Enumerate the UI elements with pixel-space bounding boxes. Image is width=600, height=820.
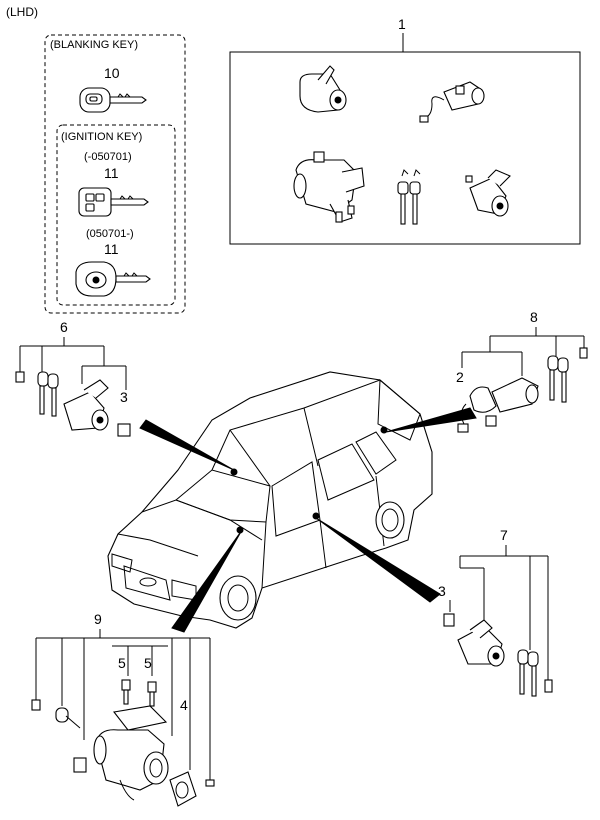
callout-8: 8	[530, 309, 538, 325]
callout-3-right: 3	[438, 583, 446, 599]
callout-11-a: 11	[104, 165, 119, 181]
callout-5-b: 5	[144, 655, 152, 671]
ignition-parts-icon	[31, 679, 215, 807]
ignition-range-b: (050701-)	[86, 228, 134, 240]
callout-11-b: 11	[104, 241, 119, 257]
door-lock-cylinder-right-icon	[465, 169, 511, 217]
blanking-key-icon	[79, 87, 147, 113]
callout-7: 7	[500, 527, 508, 543]
callout-2: 2	[456, 369, 464, 385]
callout-1: 1	[398, 16, 406, 32]
callout-6: 6	[60, 319, 68, 335]
callout-9: 9	[94, 611, 102, 627]
variant-label: (LHD)	[6, 5, 38, 19]
callout-10: 10	[104, 65, 120, 81]
tailgate-lock-parts-icon	[457, 347, 588, 433]
lock-set-box	[229, 51, 581, 245]
ignition-lock-assembly-icon	[293, 151, 365, 223]
leader-wedges	[139, 407, 477, 633]
blanking-key-box	[44, 34, 186, 314]
key-pair-icon	[397, 169, 421, 225]
vehicle-outline	[107, 371, 433, 629]
ignition-key-box	[56, 124, 176, 306]
door-lock-cylinder-icon	[299, 65, 347, 113]
ignition-key-b-icon	[75, 261, 151, 297]
callout-4: 4	[180, 697, 188, 713]
ignition-key-title: (IGNITION KEY)	[61, 131, 142, 143]
ignition-range-a: (-050701)	[84, 151, 132, 163]
door-lock-right-parts-icon	[443, 613, 553, 697]
blanking-key-title: (BLANKING KEY)	[50, 39, 138, 51]
door-lock-left-parts-icon	[15, 371, 131, 437]
tailgate-lock-icon	[419, 81, 485, 123]
callout-5-a: 5	[118, 655, 126, 671]
callout-3-left: 3	[120, 389, 128, 405]
ignition-key-a-icon	[78, 187, 149, 217]
